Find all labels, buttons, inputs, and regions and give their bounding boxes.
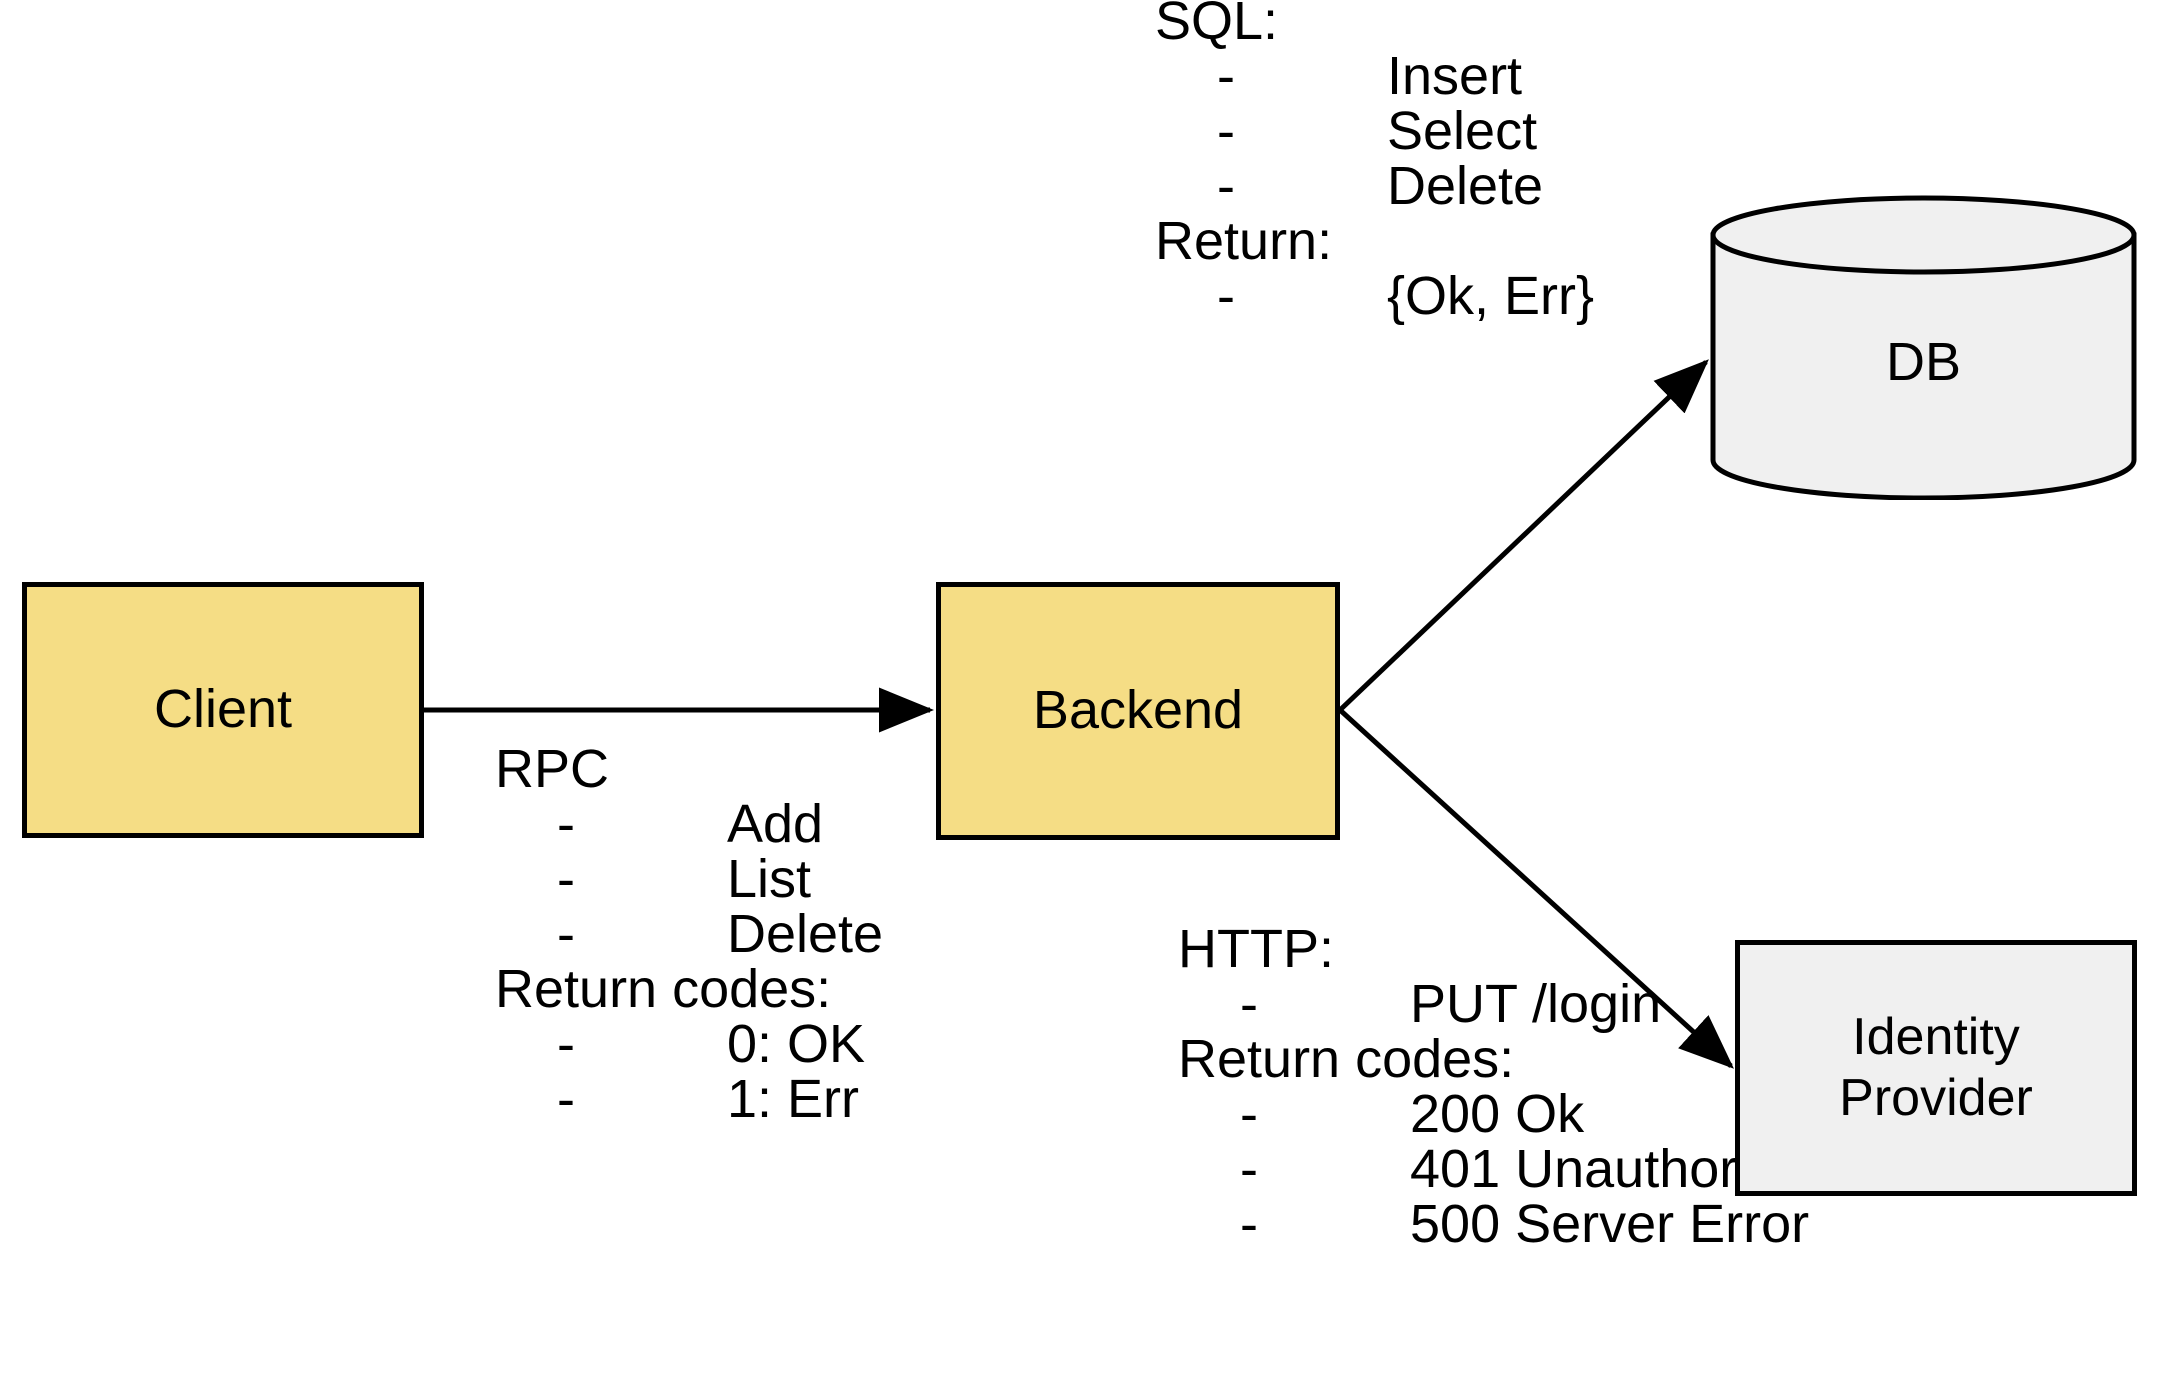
bullet-dash: - <box>557 794 575 854</box>
edge-backend-to-db <box>1338 359 1709 712</box>
annotation-sql-item: - Select <box>1155 104 1594 159</box>
annotation-http-return: - 200 Ok <box>1178 1087 1836 1142</box>
annotation-sql-return: - {Ok, Err} <box>1155 269 1594 324</box>
annotation-sql-item-text: Select <box>1387 101 1538 161</box>
node-identity-provider-label-line1: Identity <box>1852 1007 2020 1066</box>
annotation-http-return-text: 200 Ok <box>1410 1084 1585 1144</box>
annotation-http: HTTP: - PUT /login Return codes: - 200 O… <box>1178 922 1836 1252</box>
annotation-rpc-item-text: Delete <box>727 904 884 964</box>
bullet-dash: - <box>1240 1139 1258 1199</box>
bullet-dash: - <box>557 1014 575 1074</box>
annotation-sql-return-text: {Ok, Err} <box>1387 266 1595 326</box>
annotation-rpc-item: - Delete <box>495 907 883 962</box>
bullet-dash: - <box>1217 156 1235 216</box>
bullet-dash: - <box>557 904 575 964</box>
annotation-rpc-return-text: 0: OK <box>727 1014 866 1074</box>
node-client[interactable]: Client <box>22 582 424 838</box>
annotation-rpc-return: - 0: OK <box>495 1017 883 1072</box>
annotation-http-returns-header: Return codes: <box>1178 1029 1515 1089</box>
node-db[interactable]: DB <box>1710 195 2137 500</box>
node-backend[interactable]: Backend <box>936 582 1340 840</box>
annotation-http-header: HTTP: <box>1178 919 1334 979</box>
edge-backend-to-idp <box>1338 708 1734 1069</box>
bullet-dash: - <box>1217 46 1235 106</box>
annotation-rpc-returns-header: Return codes: <box>495 959 832 1019</box>
bullet-dash: - <box>1217 101 1235 161</box>
annotation-sql-item-text: Insert <box>1387 46 1523 106</box>
annotation-http-return: - 500 Server Error <box>1178 1197 1836 1252</box>
annotation-rpc-item-text: Add <box>727 794 824 854</box>
bullet-dash: - <box>557 849 575 909</box>
annotation-sql-item-text: Delete <box>1387 156 1544 216</box>
annotation-http-item-text: PUT /login <box>1410 974 1662 1034</box>
bullet-dash: - <box>1217 266 1235 326</box>
database-cylinder-icon <box>1710 195 2137 500</box>
annotation-http-return-text: 500 Server Error <box>1410 1194 1810 1254</box>
annotation-rpc-item-text: List <box>727 849 812 909</box>
node-identity-provider-label: Identity Provider <box>1839 1007 2033 1130</box>
annotation-http-item: - PUT /login <box>1178 977 1836 1032</box>
annotation-rpc-return-text: 1: Err <box>727 1069 860 1129</box>
annotation-sql: SQL: - Insert - Select - Delete Return: … <box>1155 0 1594 324</box>
bullet-dash: - <box>1240 1084 1258 1144</box>
annotation-rpc-header: RPC <box>495 739 610 799</box>
bullet-dash: - <box>557 1069 575 1129</box>
annotation-rpc-item: - Add <box>495 797 883 852</box>
node-identity-provider[interactable]: Identity Provider <box>1735 940 2137 1196</box>
node-identity-provider-label-line2: Provider <box>1839 1069 2033 1127</box>
node-client-label: Client <box>153 679 293 740</box>
bullet-dash: - <box>1240 974 1258 1034</box>
annotation-sql-item: - Insert <box>1155 49 1594 104</box>
annotation-rpc-item: - List <box>495 852 883 907</box>
annotation-rpc: RPC - Add - List - Delete Return codes: … <box>495 742 883 1127</box>
annotation-sql-item: - Delete <box>1155 159 1594 214</box>
annotation-rpc-return: - 1: Err <box>495 1072 883 1127</box>
bullet-dash: - <box>1240 1194 1258 1254</box>
annotation-sql-returns-header: Return: <box>1155 211 1333 271</box>
node-backend-label: Backend <box>1032 680 1244 741</box>
annotation-sql-header: SQL: <box>1155 0 1279 51</box>
